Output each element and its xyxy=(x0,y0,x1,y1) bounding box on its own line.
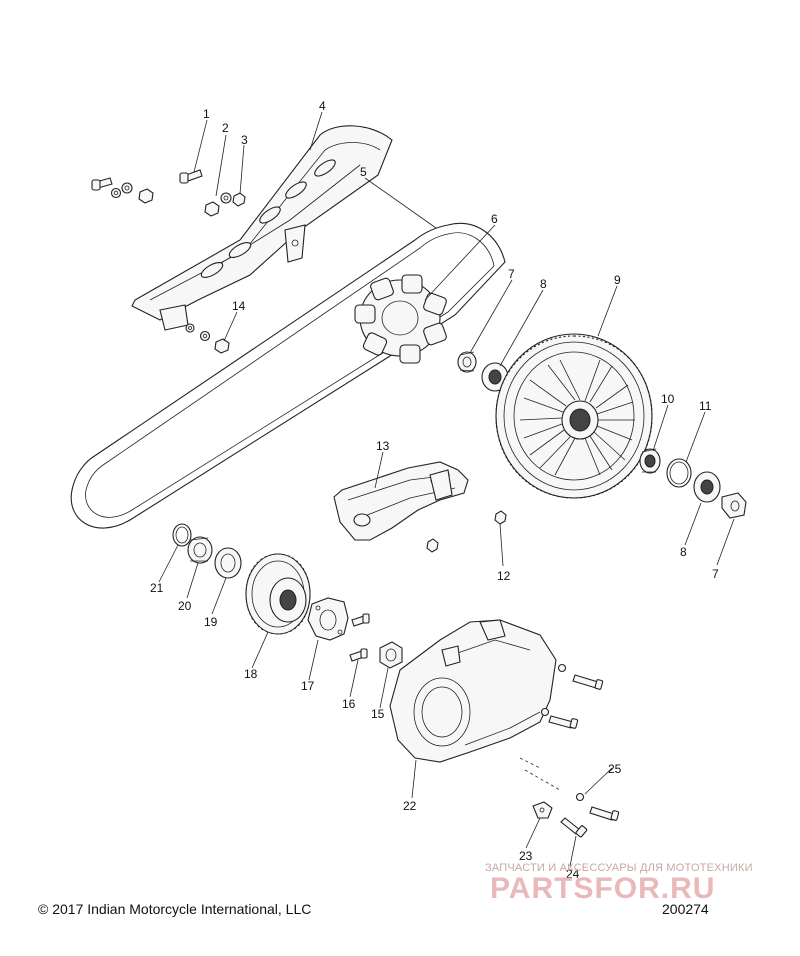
callout-11: 11 xyxy=(699,399,712,413)
front-seal xyxy=(214,547,242,579)
callout-2: 2 xyxy=(222,121,229,135)
callout-9: 9 xyxy=(614,273,621,287)
callout-24: 24 xyxy=(566,867,580,881)
callout-8a: 8 xyxy=(540,277,547,291)
upper-guard-fasteners xyxy=(91,169,246,217)
diagram-number: 200274 xyxy=(662,901,709,917)
callout-16: 16 xyxy=(342,697,356,711)
sprocket-lock-plate xyxy=(307,597,349,641)
callout-7a: 7 xyxy=(508,267,515,281)
callout-8b: 8 xyxy=(680,545,687,559)
callout-14: 14 xyxy=(232,299,246,313)
assembly-lines xyxy=(519,757,561,791)
callout-23: 23 xyxy=(519,849,533,863)
rear-pulley-wheel xyxy=(495,333,653,499)
front-snap-ring xyxy=(172,523,192,547)
callout-4: 4 xyxy=(319,99,326,113)
callout-25: 25 xyxy=(608,762,622,776)
callout-18: 18 xyxy=(244,667,258,681)
sprocket-nut xyxy=(379,641,403,669)
drive-belt xyxy=(70,223,506,529)
leader-lines xyxy=(158,111,735,867)
callout-10: 10 xyxy=(661,392,675,406)
callout-13: 13 xyxy=(376,439,390,453)
spacer-right xyxy=(721,492,747,519)
callout-labels: 1 2 3 4 5 6 7 8 9 10 11 12 13 14 15 16 1… xyxy=(150,99,719,881)
copyright-text: © 2017 Indian Motorcycle International, … xyxy=(38,901,312,917)
callout-20: 20 xyxy=(178,599,192,613)
spacer-left xyxy=(457,351,477,373)
cover-clip xyxy=(532,801,553,819)
wheel-bearing-right xyxy=(693,471,721,503)
watermark-caption: ЗАПЧАСТИ И АКСЕССУАРЫ ДЛЯ МОТОТЕХНИКИ xyxy=(485,862,753,874)
cush-drive-rubber xyxy=(354,274,447,364)
lower-belt-guard xyxy=(333,461,469,541)
lower-guard-bolts xyxy=(426,510,507,553)
callout-15: 15 xyxy=(371,707,385,721)
front-spacer xyxy=(187,536,213,564)
spacer-bushing-right xyxy=(639,448,661,474)
snap-ring xyxy=(666,458,692,488)
cover-long-bolt xyxy=(560,817,588,838)
upper-belt-guard xyxy=(131,125,393,331)
wheel-bearing-left xyxy=(481,362,509,392)
callout-6: 6 xyxy=(491,212,498,226)
lock-plate-bolts xyxy=(349,613,370,662)
callout-12: 12 xyxy=(497,569,511,583)
callout-3: 3 xyxy=(241,133,248,147)
front-sprocket-cover xyxy=(389,619,557,763)
callout-1: 1 xyxy=(203,107,210,121)
guard-mount-fasteners xyxy=(185,323,230,354)
callout-19: 19 xyxy=(204,615,218,629)
callout-17: 17 xyxy=(301,679,315,693)
callout-7b: 7 xyxy=(712,567,719,581)
callout-21: 21 xyxy=(150,581,164,595)
callout-5: 5 xyxy=(360,165,367,179)
watermark-logo: PARTSFOR.RU xyxy=(490,872,716,905)
front-drive-sprocket xyxy=(245,553,311,635)
cover-bolts xyxy=(540,663,620,821)
callout-22: 22 xyxy=(403,799,417,813)
